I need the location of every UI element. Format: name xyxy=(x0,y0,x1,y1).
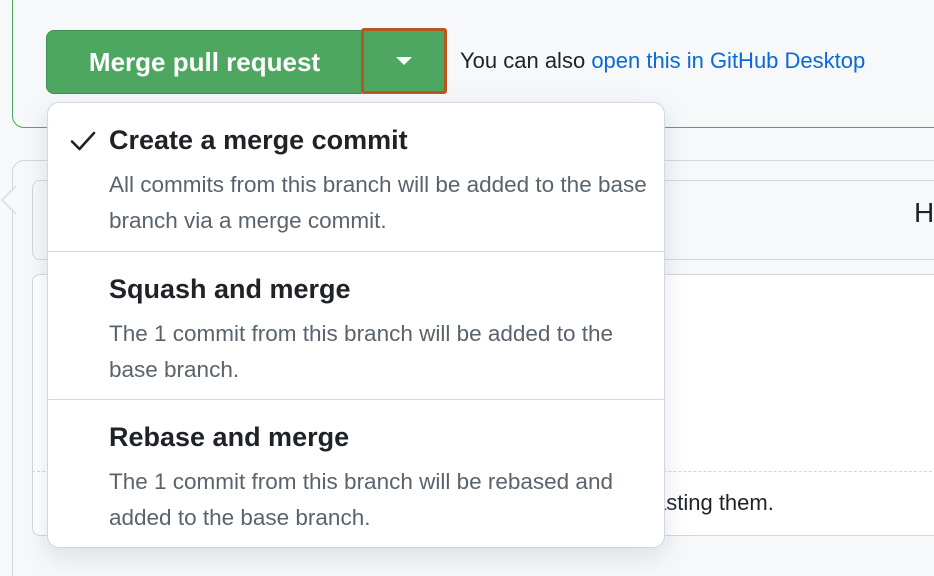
menu-item-title: Squash and merge xyxy=(109,274,351,304)
menu-item-squash-and-merge[interactable]: Squash and merge The 1 commit from this … xyxy=(48,251,664,399)
merge-method-dropdown-button[interactable] xyxy=(361,28,447,94)
merge-pull-request-button[interactable]: Merge pull request xyxy=(46,30,362,94)
check-icon xyxy=(70,131,96,151)
menu-item-title: Rebase and merge xyxy=(109,422,350,452)
menu-item-description: All commits from this branch will be add… xyxy=(109,172,647,233)
panel-pointer-icon xyxy=(1,186,16,214)
menu-item-description: The 1 commit from this branch will be re… xyxy=(109,469,613,530)
menu-item-rebase-and-merge[interactable]: Rebase and merge The 1 commit from this … xyxy=(48,399,664,547)
partial-help-text: asting them. xyxy=(654,490,774,515)
partial-tab-label[interactable]: H xyxy=(914,197,934,228)
triangle-down-icon xyxy=(396,57,412,65)
also-text: You can also xyxy=(460,48,586,73)
menu-item-create-merge-commit[interactable]: Create a merge commit All commits from t… xyxy=(48,103,664,251)
desktop-hint: You can also open this in GitHub Desktop xyxy=(460,48,865,74)
merge-method-menu: Create a merge commit All commits from t… xyxy=(47,102,665,548)
menu-item-description: The 1 commit from this branch will be ad… xyxy=(109,321,613,382)
menu-item-title: Create a merge commit xyxy=(109,125,408,155)
merge-button-label: Merge pull request xyxy=(88,46,321,77)
open-in-desktop-link[interactable]: open this in GitHub Desktop xyxy=(591,48,866,73)
